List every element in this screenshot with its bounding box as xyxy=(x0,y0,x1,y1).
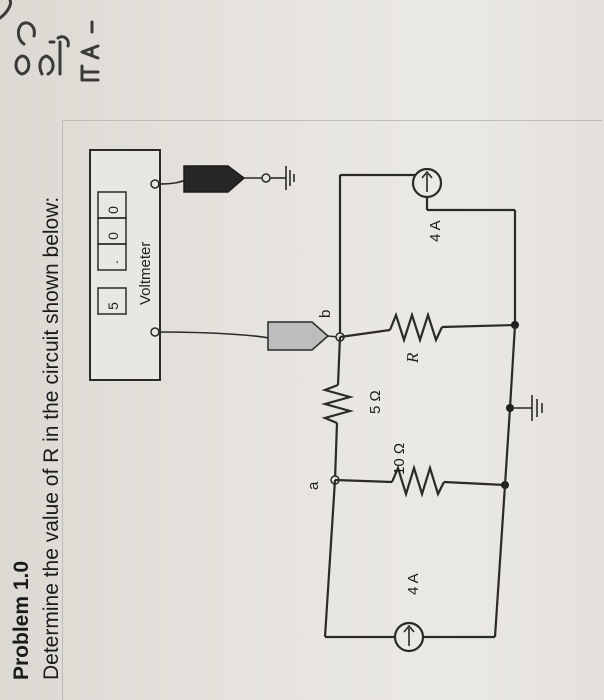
source-right-label: 4 A xyxy=(427,220,444,242)
voltmeter-terminal-pos xyxy=(150,327,160,337)
voltmeter-display: 0 0 . 5 xyxy=(97,191,127,315)
ground-symbol-bottom xyxy=(510,395,543,421)
current-source-left xyxy=(393,621,425,653)
resistor-r-label: R xyxy=(403,352,422,364)
voltmeter-terminal-neg xyxy=(150,179,160,189)
voltmeter: 0 0 . 5 Voltmeter xyxy=(89,149,161,381)
source-left-label: 4 A xyxy=(405,573,422,595)
figure-frame xyxy=(62,120,602,700)
resistor-5-label: 5 Ω xyxy=(367,390,384,414)
black-probe xyxy=(183,165,286,193)
handwritten-notes xyxy=(0,0,100,82)
node-b-label: b xyxy=(317,310,334,318)
voltmeter-label: Voltmeter xyxy=(137,242,154,305)
grey-probe xyxy=(267,321,339,351)
ground-symbol-top xyxy=(285,166,295,190)
current-source-right xyxy=(411,167,443,199)
display-digit-3: 0 xyxy=(105,232,121,240)
node-a-label: a xyxy=(305,481,322,490)
display-digit-2: . xyxy=(105,260,121,264)
display-digit-1: 5 xyxy=(105,302,121,310)
display-digit-4: 0 xyxy=(105,206,121,214)
resistor-10-label: 10 Ω xyxy=(391,443,408,475)
